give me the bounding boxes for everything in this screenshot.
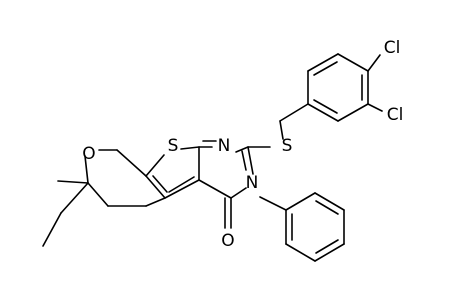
atom-labels: Cl Cl S S N N O O [82, 38, 403, 251]
ethyl-bond [42, 212, 62, 247]
bond [307, 53, 339, 72]
bond [247, 146, 254, 175]
atom-s-thiophene: S [168, 136, 179, 156]
thiophene-ring [145, 146, 200, 199]
aromatic-double-bond [315, 239, 339, 254]
bond [145, 175, 166, 199]
atom-n-phenyl: N [246, 173, 259, 193]
bond [307, 103, 339, 122]
bond [337, 103, 369, 122]
aromatic-double-bond [313, 99, 338, 114]
atom-o-carbonyl: O [221, 231, 234, 251]
dihydropyran-ring [84, 149, 166, 207]
phenyl-ring [259, 192, 345, 262]
atom-cl-top: Cl [384, 38, 401, 58]
atom-s-thioether: S [282, 136, 293, 156]
bond [87, 182, 109, 207]
bond [145, 154, 165, 177]
double-bond [241, 150, 247, 171]
aromatic-double-bond [313, 61, 338, 76]
bond [285, 243, 316, 262]
bond [279, 120, 284, 140]
atom-o-pyran: O [82, 144, 95, 164]
bond [279, 103, 309, 122]
bond [314, 192, 345, 211]
bond [314, 243, 345, 262]
bond [198, 179, 232, 199]
atom-cl-bottom: Cl [387, 105, 404, 125]
methyl-ethyl-substituents [42, 180, 89, 247]
bond [337, 53, 369, 72]
aromatic-double-bond [315, 200, 339, 215]
bond [145, 197, 166, 207]
bond [164, 179, 200, 199]
benzyl-thioether-linker [247, 103, 309, 148]
bond [235, 146, 249, 153]
bond [84, 155, 89, 184]
dichlorophenyl-ring [307, 53, 383, 122]
bond [259, 196, 287, 211]
bond-to-cl [367, 103, 383, 112]
bond [285, 192, 316, 211]
bond-to-cl [367, 54, 381, 72]
bond [116, 149, 147, 177]
double-bond [168, 176, 195, 193]
ethyl-bond [60, 182, 89, 214]
bond [230, 187, 247, 199]
double-bond [152, 175, 168, 193]
methyl-bond [57, 180, 89, 184]
pyrimidinone-ring [198, 140, 254, 229]
bond [180, 146, 200, 150]
atom-n-ring: N [218, 136, 231, 156]
